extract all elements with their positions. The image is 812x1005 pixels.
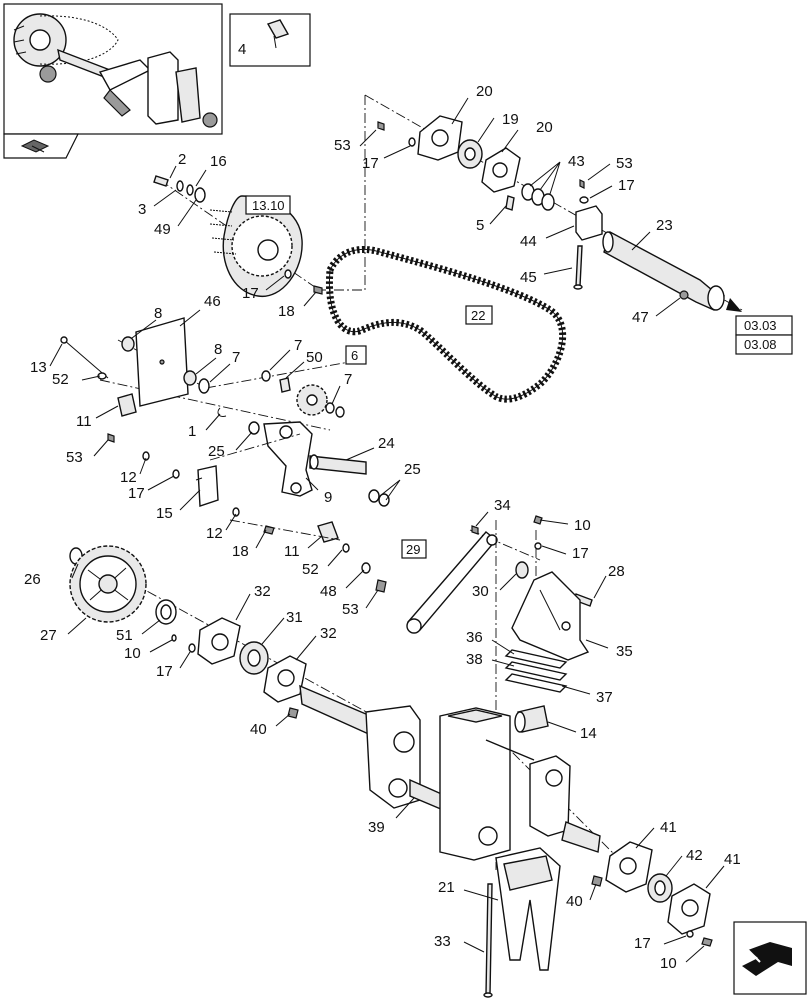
callout-label: 40: [566, 893, 583, 910]
callout-label: 21: [438, 879, 455, 896]
ref-box-03-08[interactable]: 03.08: [735, 334, 793, 355]
callout-label: 38: [466, 651, 483, 668]
callout-label: 10: [660, 955, 677, 972]
callout-label: 37: [596, 689, 613, 706]
ref-6-text: 6: [351, 348, 358, 363]
callout-label: 51: [116, 627, 133, 644]
callout-label: 41: [724, 851, 741, 868]
callout-label: 53: [334, 137, 351, 154]
callout-label: 11: [76, 413, 92, 430]
callout-label: 46: [204, 293, 221, 310]
callout-label: 17: [634, 935, 651, 952]
callout-labels: 20 19 20 53 17 43 53 17 5 44 23 45 47 2 …: [24, 83, 741, 972]
callout-label: 50: [306, 349, 323, 366]
link-and-bracket-group: [406, 515, 593, 733]
callout-label: 17: [242, 285, 259, 302]
callout-label: 18: [278, 303, 295, 320]
ref-29-text: 29: [406, 542, 420, 557]
callout-label: 11: [284, 543, 300, 560]
callout-label: 17: [362, 155, 379, 172]
callout-label: 17: [128, 485, 145, 502]
callout-label: 7: [344, 371, 352, 388]
callout-label: 39: [368, 819, 385, 836]
callout-label: 28: [608, 563, 625, 580]
ref-box-caption: 4: [238, 41, 246, 58]
callout-label: 14: [580, 725, 597, 742]
callout-label: 19: [502, 111, 519, 128]
callout-label: 53: [616, 155, 633, 172]
callout-label: 52: [302, 561, 319, 578]
callout-label: 43: [568, 153, 585, 170]
callout-label: 7: [294, 337, 302, 354]
callout-label: 31: [286, 609, 303, 626]
callout-label: 45: [520, 269, 537, 286]
callout-label: 8: [154, 305, 162, 322]
callout-label: 23: [656, 217, 673, 234]
callout-label: 17: [618, 177, 635, 194]
callout-label: 36: [466, 629, 483, 646]
leader-lines: [49, 97, 725, 963]
ref-03-08-text: 03.08: [744, 337, 777, 352]
lower-drive-group: [69, 520, 713, 998]
callout-label: 52: [52, 371, 69, 388]
callout-label: 3: [138, 201, 146, 218]
callout-label: 17: [572, 545, 589, 562]
callout-label: 27: [40, 627, 57, 644]
callout-label: 34: [494, 497, 511, 514]
callout-label: 24: [378, 435, 395, 452]
callout-label: 7: [232, 349, 240, 366]
callout-label: 10: [574, 517, 591, 534]
ref-box-29[interactable]: 29: [401, 539, 427, 559]
callout-label: 47: [632, 309, 649, 326]
next-page-arrow-icon[interactable]: [733, 921, 807, 995]
back-arrow-icon[interactable]: [3, 133, 79, 159]
callout-label: 42: [686, 847, 703, 864]
ref-box-part-4[interactable]: 4: [229, 13, 311, 67]
callout-label: 9: [324, 489, 332, 506]
assembly-thumbnail[interactable]: [3, 3, 223, 135]
callout-label: 1: [188, 423, 196, 440]
callout-label: 53: [342, 601, 359, 618]
callout-label: 13: [30, 359, 47, 376]
callout-label: 49: [154, 221, 171, 238]
callout-label: 32: [254, 583, 271, 600]
callout-label: 35: [616, 643, 633, 660]
middle-tensioner-group: [60, 317, 390, 593]
ref-box-13-10[interactable]: 13.10: [245, 195, 291, 215]
callout-label: 16: [210, 153, 227, 170]
callout-label: 20: [536, 119, 553, 136]
callout-label: 17: [156, 663, 173, 680]
roller-chain: [325, 245, 567, 403]
callout-label: 30: [472, 583, 489, 600]
callout-label: 44: [520, 233, 537, 250]
callout-label: 32: [320, 625, 337, 642]
callout-label: 5: [476, 217, 484, 234]
ref-13-10-text: 13.10: [252, 198, 285, 213]
callout-label: 2: [178, 151, 186, 168]
callout-label: 12: [120, 469, 137, 486]
callout-label: 10: [124, 645, 141, 662]
callout-label: 12: [206, 525, 223, 542]
callout-label: 15: [156, 505, 173, 522]
callout-label: 8: [214, 341, 222, 358]
callout-label: 33: [434, 933, 451, 950]
upper-bearing-group: [322, 94, 743, 312]
ref-box-03-03[interactable]: 03.03: [735, 315, 793, 336]
callout-label: 48: [320, 583, 337, 600]
callout-label: 40: [250, 721, 267, 738]
callout-label: 25: [404, 461, 421, 478]
callout-label: 25: [208, 443, 225, 460]
ref-box-22[interactable]: 22: [465, 305, 493, 325]
callout-label: 26: [24, 571, 41, 588]
callout-label: 41: [660, 819, 677, 836]
callout-label: 20: [476, 83, 493, 100]
ref-22-text: 22: [471, 308, 485, 323]
callout-label: 53: [66, 449, 83, 466]
upper-sprocket-assembly: [153, 175, 323, 297]
ref-box-6[interactable]: 6: [345, 345, 367, 365]
callout-label: 18: [232, 543, 249, 560]
ref-03-03-text: 03.03: [744, 318, 777, 333]
